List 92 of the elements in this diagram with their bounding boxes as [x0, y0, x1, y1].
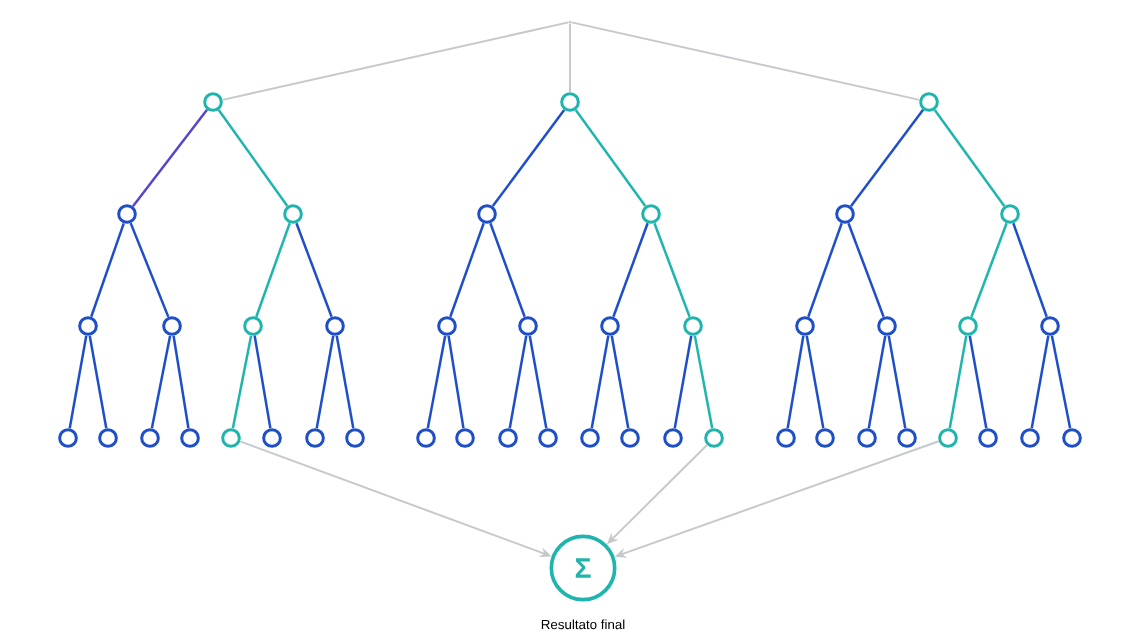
- branch-line: [933, 109, 1006, 207]
- tree-node: [958, 316, 978, 336]
- branch-line: [491, 109, 566, 207]
- branch-line: [1012, 222, 1048, 318]
- connector-line: [569, 22, 571, 94]
- branch-line: [253, 335, 272, 429]
- branch-line: [315, 335, 335, 429]
- tree-node: [877, 316, 897, 336]
- connector-line: [221, 21, 570, 101]
- tree-node: [221, 428, 241, 448]
- branch-line: [1030, 335, 1050, 429]
- branch-line: [426, 335, 447, 429]
- branch-line: [68, 335, 88, 429]
- tree-node: [938, 428, 958, 448]
- branch-line: [653, 222, 691, 318]
- tree-node: [978, 428, 998, 448]
- branch-line: [335, 335, 355, 429]
- branch-line: [968, 335, 988, 429]
- tree-node: [1020, 428, 1040, 448]
- branch-line: [847, 222, 885, 318]
- tree-node: [600, 316, 620, 336]
- branch-line: [1050, 335, 1072, 429]
- tree-node: [58, 428, 78, 448]
- tree-node: [835, 204, 855, 224]
- branch-line: [590, 335, 610, 429]
- branch-line: [574, 109, 647, 207]
- branch-line: [132, 109, 208, 207]
- tree-node: [776, 428, 796, 448]
- tree-node: [538, 428, 558, 448]
- tree-node: [704, 428, 724, 448]
- branch-line: [948, 335, 968, 429]
- tree-node: [455, 428, 475, 448]
- branch-line: [447, 335, 465, 429]
- tree-node: [795, 316, 815, 336]
- tree-node: [437, 316, 457, 336]
- tree-node: [140, 428, 160, 448]
- branch-line: [528, 335, 548, 429]
- branch-line: [867, 335, 887, 429]
- branch-line: [786, 335, 805, 429]
- tree-node: [283, 204, 303, 224]
- tree-node: [162, 316, 182, 336]
- tree-node: [1040, 316, 1060, 336]
- tree-node: [857, 428, 877, 448]
- tree-node: [243, 316, 263, 336]
- tree-node: [477, 204, 497, 224]
- branch-line: [807, 222, 843, 318]
- tree-node: [1000, 204, 1020, 224]
- branch-line: [172, 335, 190, 429]
- branch-line: [150, 335, 172, 429]
- tree-node: [98, 428, 118, 448]
- junction-point: [568, 20, 572, 24]
- tree-node: [663, 428, 683, 448]
- tree-node: [203, 92, 223, 112]
- tree-node: [641, 204, 661, 224]
- tree-node: [325, 316, 345, 336]
- branch-line: [255, 222, 291, 318]
- branch-line: [610, 335, 630, 429]
- tree-node: [180, 428, 200, 448]
- tree-node: [416, 428, 436, 448]
- tree-node: [919, 92, 939, 112]
- branch-line: [90, 222, 125, 318]
- tree-node: [498, 428, 518, 448]
- tree-node: [815, 428, 835, 448]
- node-label: Resultato final: [541, 619, 625, 630]
- tree-node: [78, 316, 98, 336]
- branch-line: [673, 335, 693, 429]
- connector-line: [570, 21, 921, 101]
- branch-line: [693, 335, 714, 429]
- tree-node: [683, 316, 703, 336]
- branch-line: [449, 222, 485, 318]
- tree-node: [518, 316, 538, 336]
- tree-node: [897, 428, 917, 448]
- branch-line: [887, 335, 907, 429]
- tree-node: [580, 428, 600, 448]
- tree-node: [560, 92, 580, 112]
- branch-line: [805, 335, 825, 429]
- branch-line: [849, 109, 925, 207]
- tree-node: [345, 428, 365, 448]
- branch-line: [970, 222, 1008, 318]
- branch-line: [88, 335, 108, 429]
- branch-line: [612, 222, 649, 318]
- tree-node: [305, 428, 325, 448]
- branch-line: [231, 335, 253, 429]
- branch-line: [295, 222, 333, 318]
- branch-line: [489, 222, 526, 318]
- branch-line: [508, 335, 528, 429]
- branch-line: [129, 222, 170, 318]
- tree-node: [117, 204, 137, 224]
- tree-node: [620, 428, 640, 448]
- tree-node: [262, 428, 282, 448]
- tree-node: [1062, 428, 1082, 448]
- branch-line: [217, 109, 289, 207]
